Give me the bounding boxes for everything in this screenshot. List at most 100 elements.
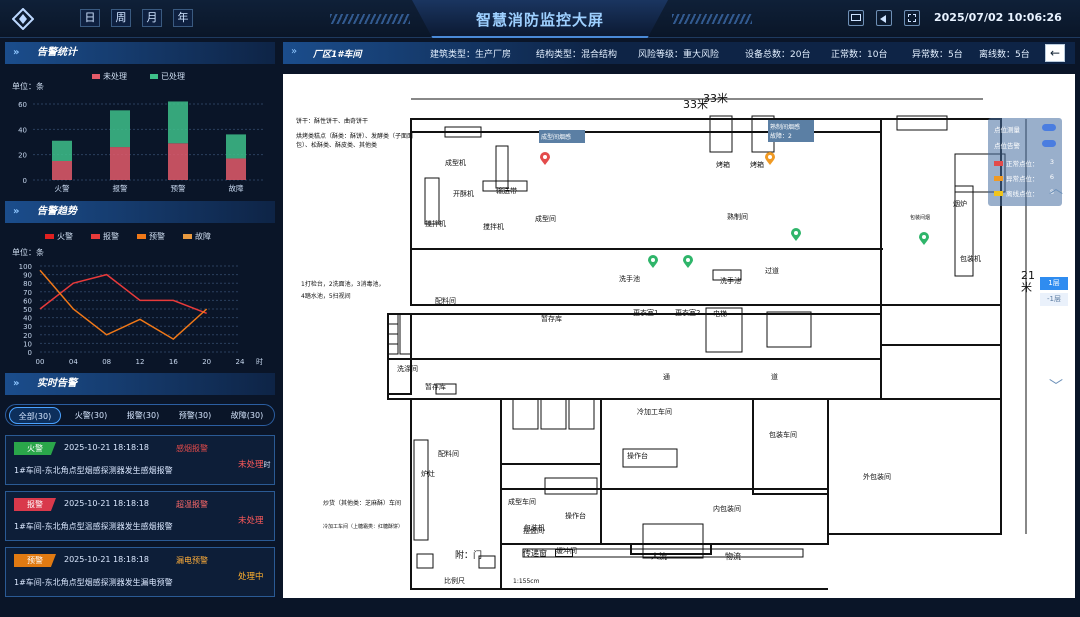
trend-legend-item: 报警 <box>91 231 119 242</box>
x-tick-label: 04 <box>69 358 78 366</box>
room-label: 洗手池 <box>619 275 640 283</box>
room-label: 开酥机 <box>453 190 474 198</box>
volume-icon[interactable] <box>876 10 892 26</box>
overlay-row: 离线点位： <box>994 188 1039 198</box>
filter-fault[interactable]: 故障(30) <box>230 411 264 420</box>
alarm-description: 1#车间-东北角点型烟感探测器发生感烟报警 <box>14 466 173 475</box>
date-month-button[interactable]: 月 <box>142 9 162 27</box>
y-tick-label: 70 <box>23 289 32 297</box>
x-tick-label: 故障 <box>229 183 244 193</box>
floor-down-icon[interactable]: ﹀ <box>1049 379 1063 395</box>
y-tick-label: 80 <box>23 280 32 288</box>
sensor-pin-green-icon[interactable] <box>791 228 801 241</box>
info-device-total: 设备总数：20台 <box>745 50 811 60</box>
alarm-card[interactable]: 预警 2025-10-21 18:18:18 漏电预警 1#车间-东北角点型烟感… <box>5 547 275 597</box>
room-label: 烤箱 <box>716 161 730 169</box>
y-tick-label: 90 <box>23 272 32 280</box>
alarm-filter-bar: 全部(30) 火警(30) 报警(30) 预警(30) 故障(30) <box>5 404 275 426</box>
alarm-stats-title: 告警统计 <box>37 47 77 58</box>
alarm-card[interactable]: 报警 2025-10-21 18:18:18 超温报警 1#车间-东北角点型温感… <box>5 491 275 541</box>
page-title: 智慧消防监控大屏 <box>475 11 604 29</box>
fullscreen-icon[interactable] <box>904 10 920 26</box>
sensor-pin-red-icon[interactable] <box>540 152 550 165</box>
y-tick-label: 40 <box>18 126 27 134</box>
x-tick-label: 12 <box>136 358 145 366</box>
y-tick-label: 20 <box>23 332 32 340</box>
pass-window-icon <box>555 549 573 557</box>
room-label: 通 <box>663 373 670 381</box>
room-label: 配料间 <box>438 450 459 458</box>
date-year-button[interactable]: 年 <box>173 9 193 27</box>
chevrons-icon: » <box>13 47 20 58</box>
sensor-pin-orange-icon[interactable] <box>765 152 775 165</box>
shop-note: 炒货（其他类：芝麻酥）车间 <box>323 500 402 507</box>
sensor-pin-green-icon[interactable] <box>648 255 658 268</box>
x-tick-label: 报警 <box>113 183 128 193</box>
alarm-status: 未处理时 <box>238 460 271 470</box>
room-label: 操作台 <box>627 452 648 460</box>
x-tick-label: 16 <box>169 358 178 366</box>
x-tick-label: 00 <box>36 358 45 366</box>
room-label: 电梯 <box>713 310 727 318</box>
room-label: 炉灶 <box>421 470 435 478</box>
floorplan-header: » 厂区1#车间 建筑类型：生产厂房 结构类型：混合结构 风险等级：重大风险 设… <box>283 42 1075 64</box>
alarm-time: 2025-10-21 18:18:18 <box>64 499 149 508</box>
realtime-alarm-header: »实时告警 <box>5 373 275 395</box>
overlay-value: 3 <box>1049 158 1054 166</box>
floor-minus1-button[interactable]: -1层 <box>1040 293 1068 306</box>
sensor-pin-green-icon[interactable] <box>683 255 693 268</box>
app-logo-icon <box>12 8 34 30</box>
point-alarm-toggle[interactable] <box>1042 140 1056 147</box>
screen-icon[interactable] <box>848 10 864 26</box>
y-tick-label: 50 <box>23 306 32 314</box>
room-label: 暂存库 <box>541 315 562 323</box>
date-week-button[interactable]: 周 <box>111 9 131 27</box>
filter-warning[interactable]: 预警(30) <box>178 411 212 420</box>
trend-unit-label: 单位：条 <box>12 248 44 257</box>
plan-note-top: 饼干：酥性饼干、曲奇饼干烘烤类糕点（酥类：酥饼）、发酵类（子面面包）、松酥类、酥… <box>296 118 414 149</box>
room-label: 更衣室1 <box>633 309 659 317</box>
trend-legend-item: 预警 <box>137 231 165 242</box>
filter-alarm[interactable]: 报警(30) <box>126 411 160 420</box>
filter-fire[interactable]: 火警(30) <box>74 411 108 420</box>
room-label: 缓冲间 <box>556 547 577 555</box>
room-label: 操作台 <box>565 512 586 520</box>
legend-people-flow: 人流 <box>651 552 667 561</box>
plan-width-label: 33米 <box>703 92 728 105</box>
info-building-type: 建筑类型：生产厂房 <box>430 50 512 60</box>
sensor-pin-green-icon[interactable] <box>919 232 929 245</box>
alarm-description: 1#车间-东北角点型烟感探测器发生漏电预警 <box>14 578 173 587</box>
alarm-card[interactable]: 火警 2025-10-21 18:18:18 感烟报警 1#车间-东北角点型烟感… <box>5 435 275 485</box>
room-label: 成型车间 <box>508 498 536 506</box>
back-button[interactable]: ← <box>1045 44 1065 62</box>
alarm-status: 处理中 <box>238 572 264 582</box>
series-line <box>39 269 208 341</box>
trend-legend: 火警报警预警故障 <box>45 231 275 241</box>
room-label: 成型间 <box>535 215 556 223</box>
info-normal-count: 正常数：10台 <box>831 50 888 60</box>
floor-1-button[interactable]: 1层 <box>1040 277 1068 290</box>
bar-processed <box>110 110 130 148</box>
svg-text:33米: 33米 <box>683 98 708 111</box>
y-tick-label: 40 <box>23 315 32 323</box>
room-label: 包装车间 <box>769 431 797 439</box>
toggle-label: 点位测量 <box>994 126 1020 134</box>
sensor-tooltip: 熟制间烟感 故障：2 <box>768 120 814 142</box>
cold-note: 冷加工车间（上糖霜类：红糖酥饼） <box>323 524 404 530</box>
room-label: 烟炉 <box>953 200 967 208</box>
room-label: 内包装间 <box>713 505 741 513</box>
bar-unprocessed <box>168 143 188 180</box>
point-measure-toggle[interactable] <box>1042 124 1056 131</box>
date-day-button[interactable]: 日 <box>80 9 100 27</box>
bar-unprocessed <box>110 147 130 180</box>
overlay-value: 8 <box>1049 188 1054 196</box>
filter-all[interactable]: 全部(30) <box>9 407 61 424</box>
y-tick-label: 60 <box>18 101 27 109</box>
room-label: 包装机 <box>960 255 981 263</box>
toggle-label: 点位告警 <box>994 142 1020 150</box>
chevrons-icon: » <box>13 378 20 389</box>
bar-processed <box>168 101 188 144</box>
floor-up-icon[interactable]: ︿ <box>1049 181 1063 197</box>
title-decoration-right <box>672 14 752 24</box>
